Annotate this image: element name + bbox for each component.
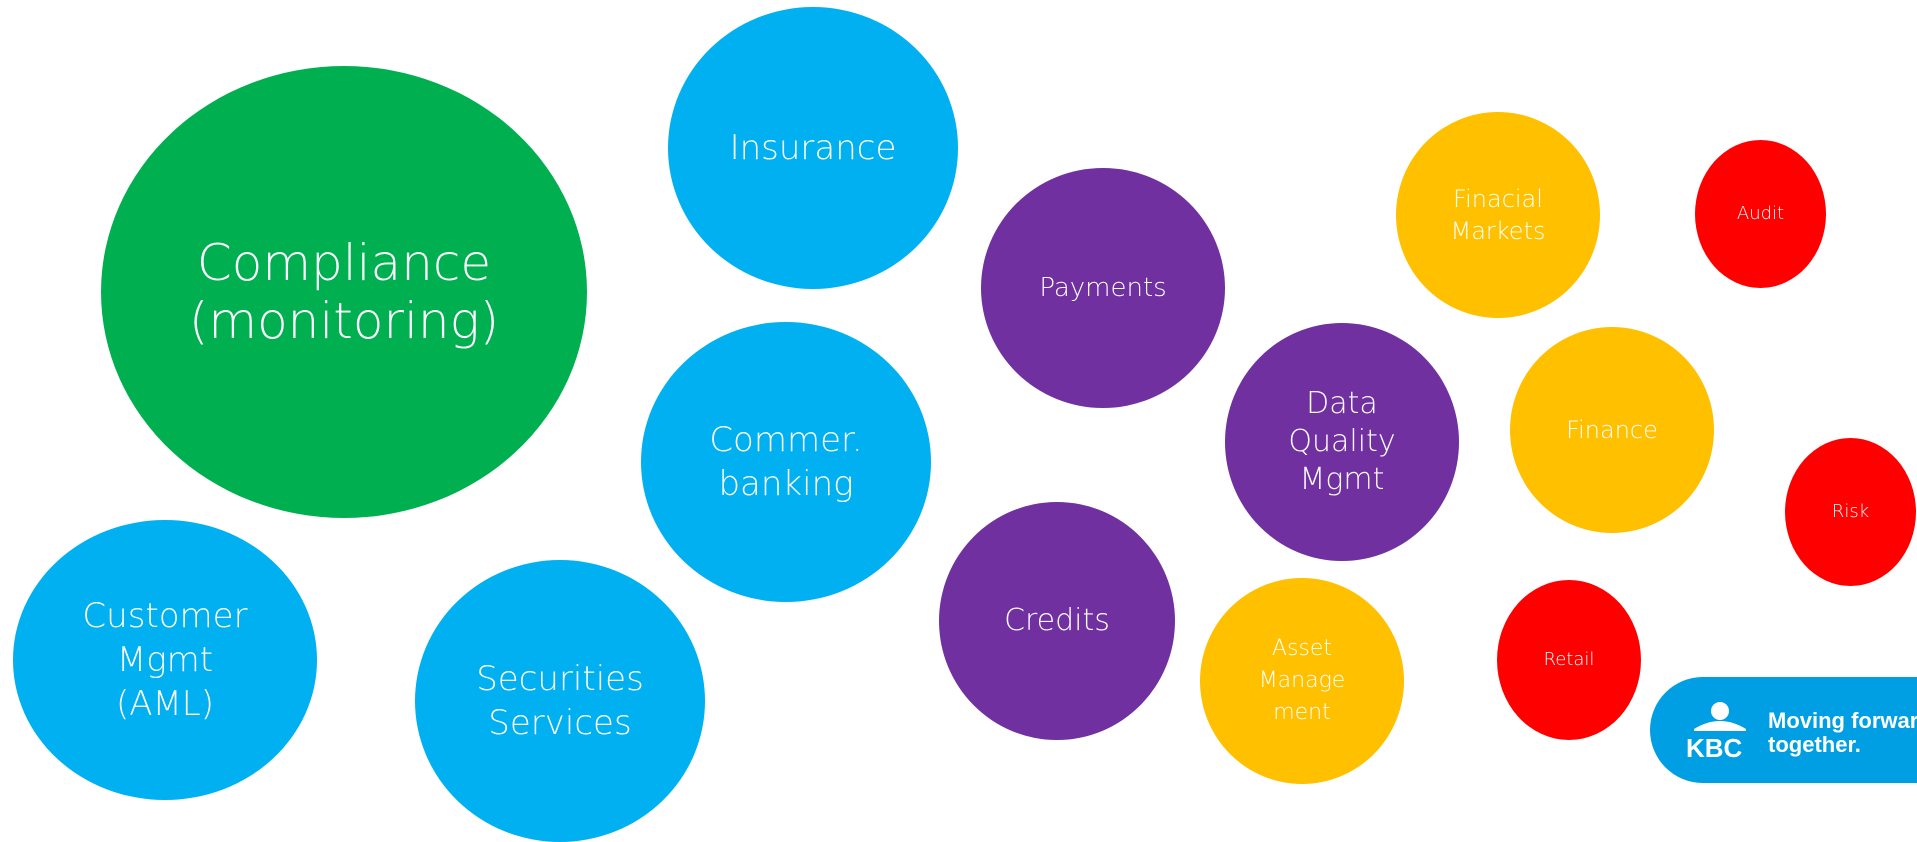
bubble-insurance-label: Insurance bbox=[729, 128, 897, 168]
bubble-compliance-label: Compliance (monitoring) bbox=[188, 234, 500, 350]
bubble-commercial-banking: Commer. banking bbox=[641, 322, 931, 602]
bubble-securities-services-label: Securities Services bbox=[476, 659, 644, 743]
bubble-compliance: Compliance (monitoring) bbox=[101, 66, 587, 518]
bubble-payments-label: Payments bbox=[1039, 273, 1167, 303]
bubble-asset-management-label: Asset Manage ment bbox=[1258, 636, 1346, 725]
bubble-financial-markets: Finacial Markets bbox=[1396, 112, 1600, 318]
kbc-tagline-line1: Moving forward bbox=[1768, 708, 1917, 733]
bubble-audit-label: Audit bbox=[1736, 203, 1785, 224]
bubble-customer-mgmt-label: Customer Mgmt (AML) bbox=[82, 596, 248, 724]
bubble-customer-mgmt: Customer Mgmt (AML) bbox=[13, 520, 317, 800]
bubble-risk-label: Risk bbox=[1831, 501, 1870, 522]
bubble-audit: Audit bbox=[1695, 140, 1826, 288]
kbc-tagline: Moving forward together. bbox=[1768, 709, 1917, 757]
bubble-retail-label: Retail bbox=[1543, 649, 1595, 670]
kbc-logo-text: KBC bbox=[1686, 733, 1743, 763]
bubble-finance-label: Finance bbox=[1566, 416, 1658, 444]
bubble-data-quality-label: Data Quality Mgmt bbox=[1288, 386, 1396, 497]
kbc-tagline-line2: together. bbox=[1768, 732, 1861, 757]
bubble-risk: Risk bbox=[1785, 438, 1916, 586]
bubble-securities-services: Securities Services bbox=[415, 560, 705, 842]
bubble-finance: Finance bbox=[1510, 327, 1714, 533]
bubble-insurance: Insurance bbox=[668, 7, 958, 289]
kbc-logo: KBC bbox=[1686, 702, 1746, 763]
bubble-credits: Credits bbox=[939, 502, 1175, 740]
bubble-retail: Retail bbox=[1497, 580, 1641, 740]
bubble-data-quality: Data Quality Mgmt bbox=[1225, 323, 1459, 561]
bubble-financial-markets-label: Finacial Markets bbox=[1450, 185, 1546, 245]
bubble-asset-management: Asset Manage ment bbox=[1200, 578, 1404, 784]
kbc-brand-badge: KBC Moving forward together. bbox=[1650, 677, 1917, 783]
bubble-payments: Payments bbox=[981, 168, 1225, 408]
bubble-commercial-banking-label: Commer. banking bbox=[709, 420, 863, 504]
bubble-credits-label: Credits bbox=[1004, 603, 1110, 638]
